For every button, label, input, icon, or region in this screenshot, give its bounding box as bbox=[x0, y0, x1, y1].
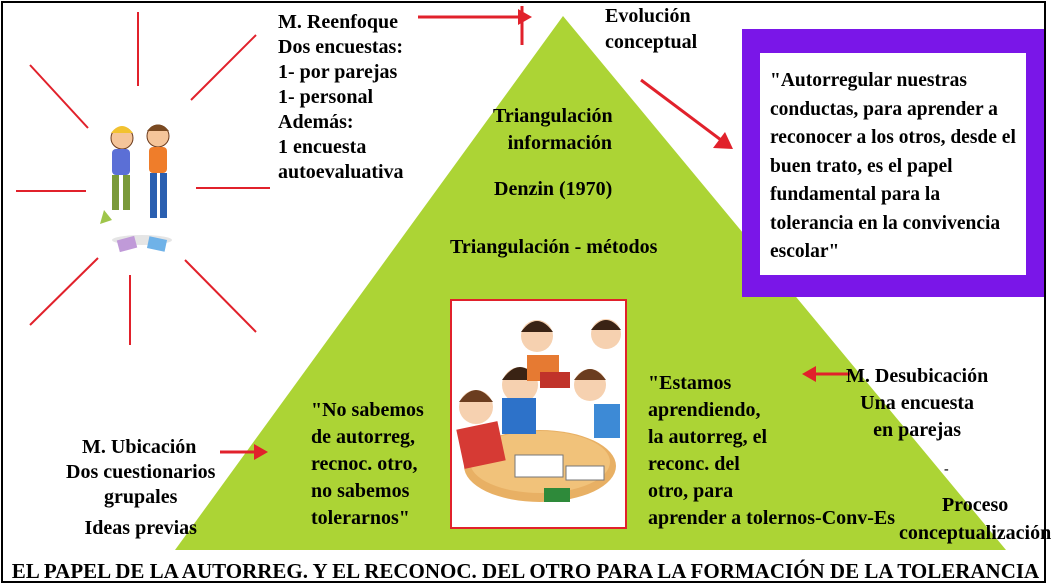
quote-right: "Estamos aprendiendo, la autorreg, el re… bbox=[648, 370, 895, 532]
denzin-label: Denzin (1970) bbox=[494, 178, 613, 200]
proceso-line-1: Proceso bbox=[941, 494, 1009, 516]
quote-left-line-1: "No sabemos bbox=[311, 399, 424, 421]
reenfoque-line-4: Además: bbox=[278, 111, 354, 133]
ubicacion-line-1: Dos cuestionarios bbox=[66, 461, 216, 483]
arrow-ubicacion bbox=[220, 444, 268, 460]
arrow-desubicacion bbox=[802, 366, 850, 382]
purple-quote-text: "Autorregular nuestras conductas, para a… bbox=[760, 53, 1026, 275]
reenfoque-line-1: Dos encuestas: bbox=[278, 36, 403, 58]
quote-right-line-1: "Estamos bbox=[648, 372, 732, 394]
ubicacion-block: M. Ubicación Dos cuestionarios grupales … bbox=[66, 435, 215, 541]
reenfoque-line-3: 1- personal bbox=[278, 86, 373, 108]
reenfoque-line-2: 1- por parejas bbox=[278, 61, 398, 83]
children-reading-illustration bbox=[450, 299, 627, 529]
sun-rays bbox=[16, 12, 270, 345]
quote-right-line-5: otro, para bbox=[648, 480, 734, 502]
arrow-evolucion bbox=[640, 78, 733, 149]
triangulation-info: Triangulación información bbox=[493, 105, 613, 155]
quote-left-line-4: no sabemos bbox=[311, 480, 410, 502]
triangulation-info-line-2: información bbox=[507, 132, 613, 155]
proceso-line-2: conceptualización bbox=[899, 522, 1051, 544]
purple-quote-box: "Autorregular nuestras conductas, para a… bbox=[742, 29, 1044, 297]
evolucion-line-1: Evolución bbox=[605, 5, 691, 27]
kids-illustration bbox=[100, 124, 172, 253]
ubicacion-line-3: Ideas previas bbox=[84, 517, 197, 539]
desubicacion-title: M. Desubicación bbox=[846, 365, 989, 387]
reenfoque-line-6: autoevaluativa bbox=[278, 161, 404, 183]
desubicacion-line-2: en parejas bbox=[873, 419, 962, 441]
desubicacion-block: M. Desubicación Una encuesta en parejas bbox=[846, 363, 988, 444]
quote-right-line-2: aprendiendo, bbox=[648, 399, 761, 421]
quote-left-line-3: recnoc. otro, bbox=[311, 453, 418, 475]
triangulation-methods-label: Triangulación - métodos bbox=[450, 236, 658, 258]
ubicacion-line-2: grupales bbox=[104, 486, 178, 508]
arrows bbox=[220, 6, 850, 460]
desubicacion-line-1: Una encuesta bbox=[860, 392, 975, 414]
desubicacion-dash: - bbox=[944, 462, 949, 477]
reenfoque-block: M. Reenfoque Dos encuestas: 1- por parej… bbox=[278, 10, 404, 185]
quote-left-line-2: de autorreg, bbox=[311, 426, 416, 448]
reenfoque-line-5: 1 encuesta bbox=[278, 136, 367, 158]
ubicacion-title: M. Ubicación bbox=[82, 436, 197, 458]
proceso-block: Proceso conceptualización bbox=[899, 491, 1051, 547]
evolucion-line-2: conceptual bbox=[605, 31, 698, 54]
quote-right-line-4: reconc. del bbox=[648, 453, 740, 475]
evolucion-label: Evolución conceptual bbox=[605, 5, 697, 54]
quote-left-line-5: tolerarnos" bbox=[311, 507, 410, 529]
reenfoque-title: M. Reenfoque bbox=[278, 11, 398, 33]
quote-right-line-3: la autorreg, el bbox=[648, 426, 768, 448]
quote-right-line-6: aprender a tolernos-Conv-Es bbox=[648, 507, 896, 529]
triangulation-info-line-1: Triangulación bbox=[493, 105, 613, 127]
bottom-caption: EL PAPEL DE LA AUTORREG. Y EL RECONOC. D… bbox=[11, 559, 1040, 583]
pyramid-triangle bbox=[175, 16, 1006, 550]
quote-left: "No sabemos de autorreg, recnoc. otro, n… bbox=[311, 397, 424, 532]
arrow-reenfoque bbox=[418, 6, 532, 45]
